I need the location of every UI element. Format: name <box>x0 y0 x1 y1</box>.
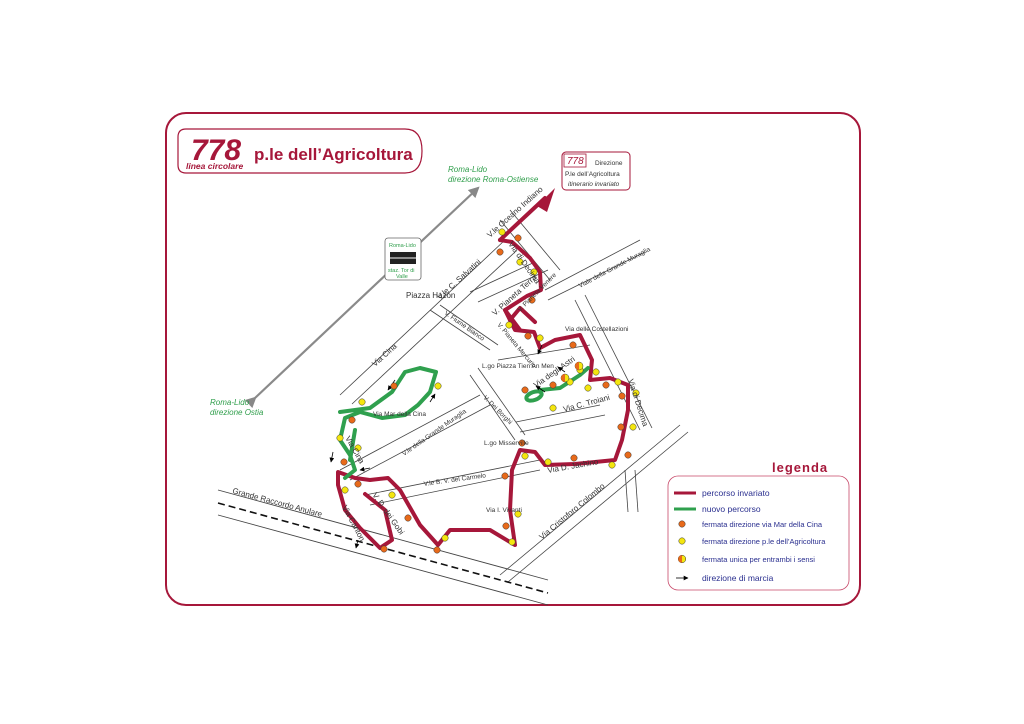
street-vivanti: Via I. Vivanti <box>486 507 522 514</box>
legend-box <box>667 475 850 591</box>
legend-item-unchanged: percorso invariato <box>702 488 770 498</box>
direction-box: 778 Direzione P.le dell’Agricoltura itin… <box>561 151 631 191</box>
shared-stop <box>560 361 584 383</box>
street-costellazioni: Via delle Costellazioni <box>565 326 628 333</box>
direction-box-line1: Direzione <box>595 160 623 167</box>
legend-item-shared: fermata unica per entrambi i sensi <box>702 555 815 564</box>
railway-arrow <box>244 186 480 409</box>
route-destination: p.le dell’Agricoltura <box>254 145 413 164</box>
legend: legenda percorso invariato nuovo percors… <box>667 460 850 591</box>
legend-swatch-inbound <box>678 537 686 545</box>
route-subtitle: linea circolare <box>186 161 243 171</box>
largo-misserville: L.go Misserville <box>484 440 529 447</box>
station-line2: staz. Tor di <box>388 268 415 274</box>
direction-box-line2: P.le dell’Agricoltura <box>565 171 620 178</box>
piazza-hazon: Piazza Hazon <box>406 291 455 300</box>
roma-ostiense-line1: Roma-Lido <box>448 165 488 174</box>
legend-item-inbound: fermata direzione p.le dell’Agricoltura <box>702 537 826 546</box>
legend-item-new: nuovo percorso <box>702 504 761 514</box>
title-box: 778 p.le dell’Agricoltura linea circolar… <box>177 128 423 174</box>
route-number: 778 <box>191 134 241 167</box>
direction-arrows <box>329 344 566 549</box>
roma-ostiense-line2: direzione Roma-Ostiense <box>448 175 539 184</box>
direction-box-line3: itinerario invariato <box>568 181 620 188</box>
street-mar-cina: Via Mar della Cina <box>373 411 426 418</box>
station-line1: Roma-Lido <box>389 243 416 249</box>
ostia-line1: Roma-Lido <box>210 398 250 407</box>
legend-swatch-outbound <box>678 520 686 528</box>
direction-box-number: 778 <box>567 156 584 167</box>
legend-title: legenda <box>772 460 828 475</box>
stops <box>336 228 640 554</box>
ostia-line2: direzione Ostia <box>210 408 264 417</box>
station-icon: Roma-Lido staz. Tor di Valle <box>384 237 422 281</box>
route-unchanged <box>336 196 630 550</box>
largo-tien-an-men: L.go Piazza Tien An Men <box>482 363 554 370</box>
legend-item-direction: direzione di marcia <box>702 573 774 583</box>
station-line3: Valle <box>396 274 408 280</box>
legend-item-outbound: fermata direzione via Mar della Cina <box>702 520 823 529</box>
route-direction-arrowhead <box>537 188 555 212</box>
